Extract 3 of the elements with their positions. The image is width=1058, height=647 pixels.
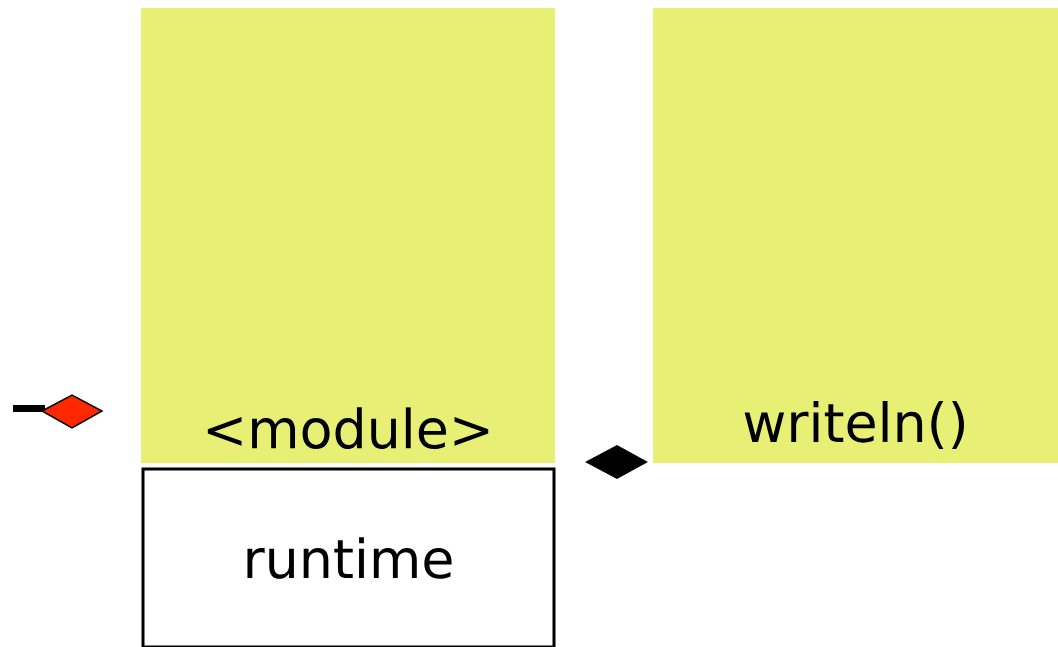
stack-frame-box: <module> <box>141 8 555 463</box>
stack-frame-box: writeln() <box>653 8 1058 463</box>
runtime-box: runtime <box>141 467 556 647</box>
